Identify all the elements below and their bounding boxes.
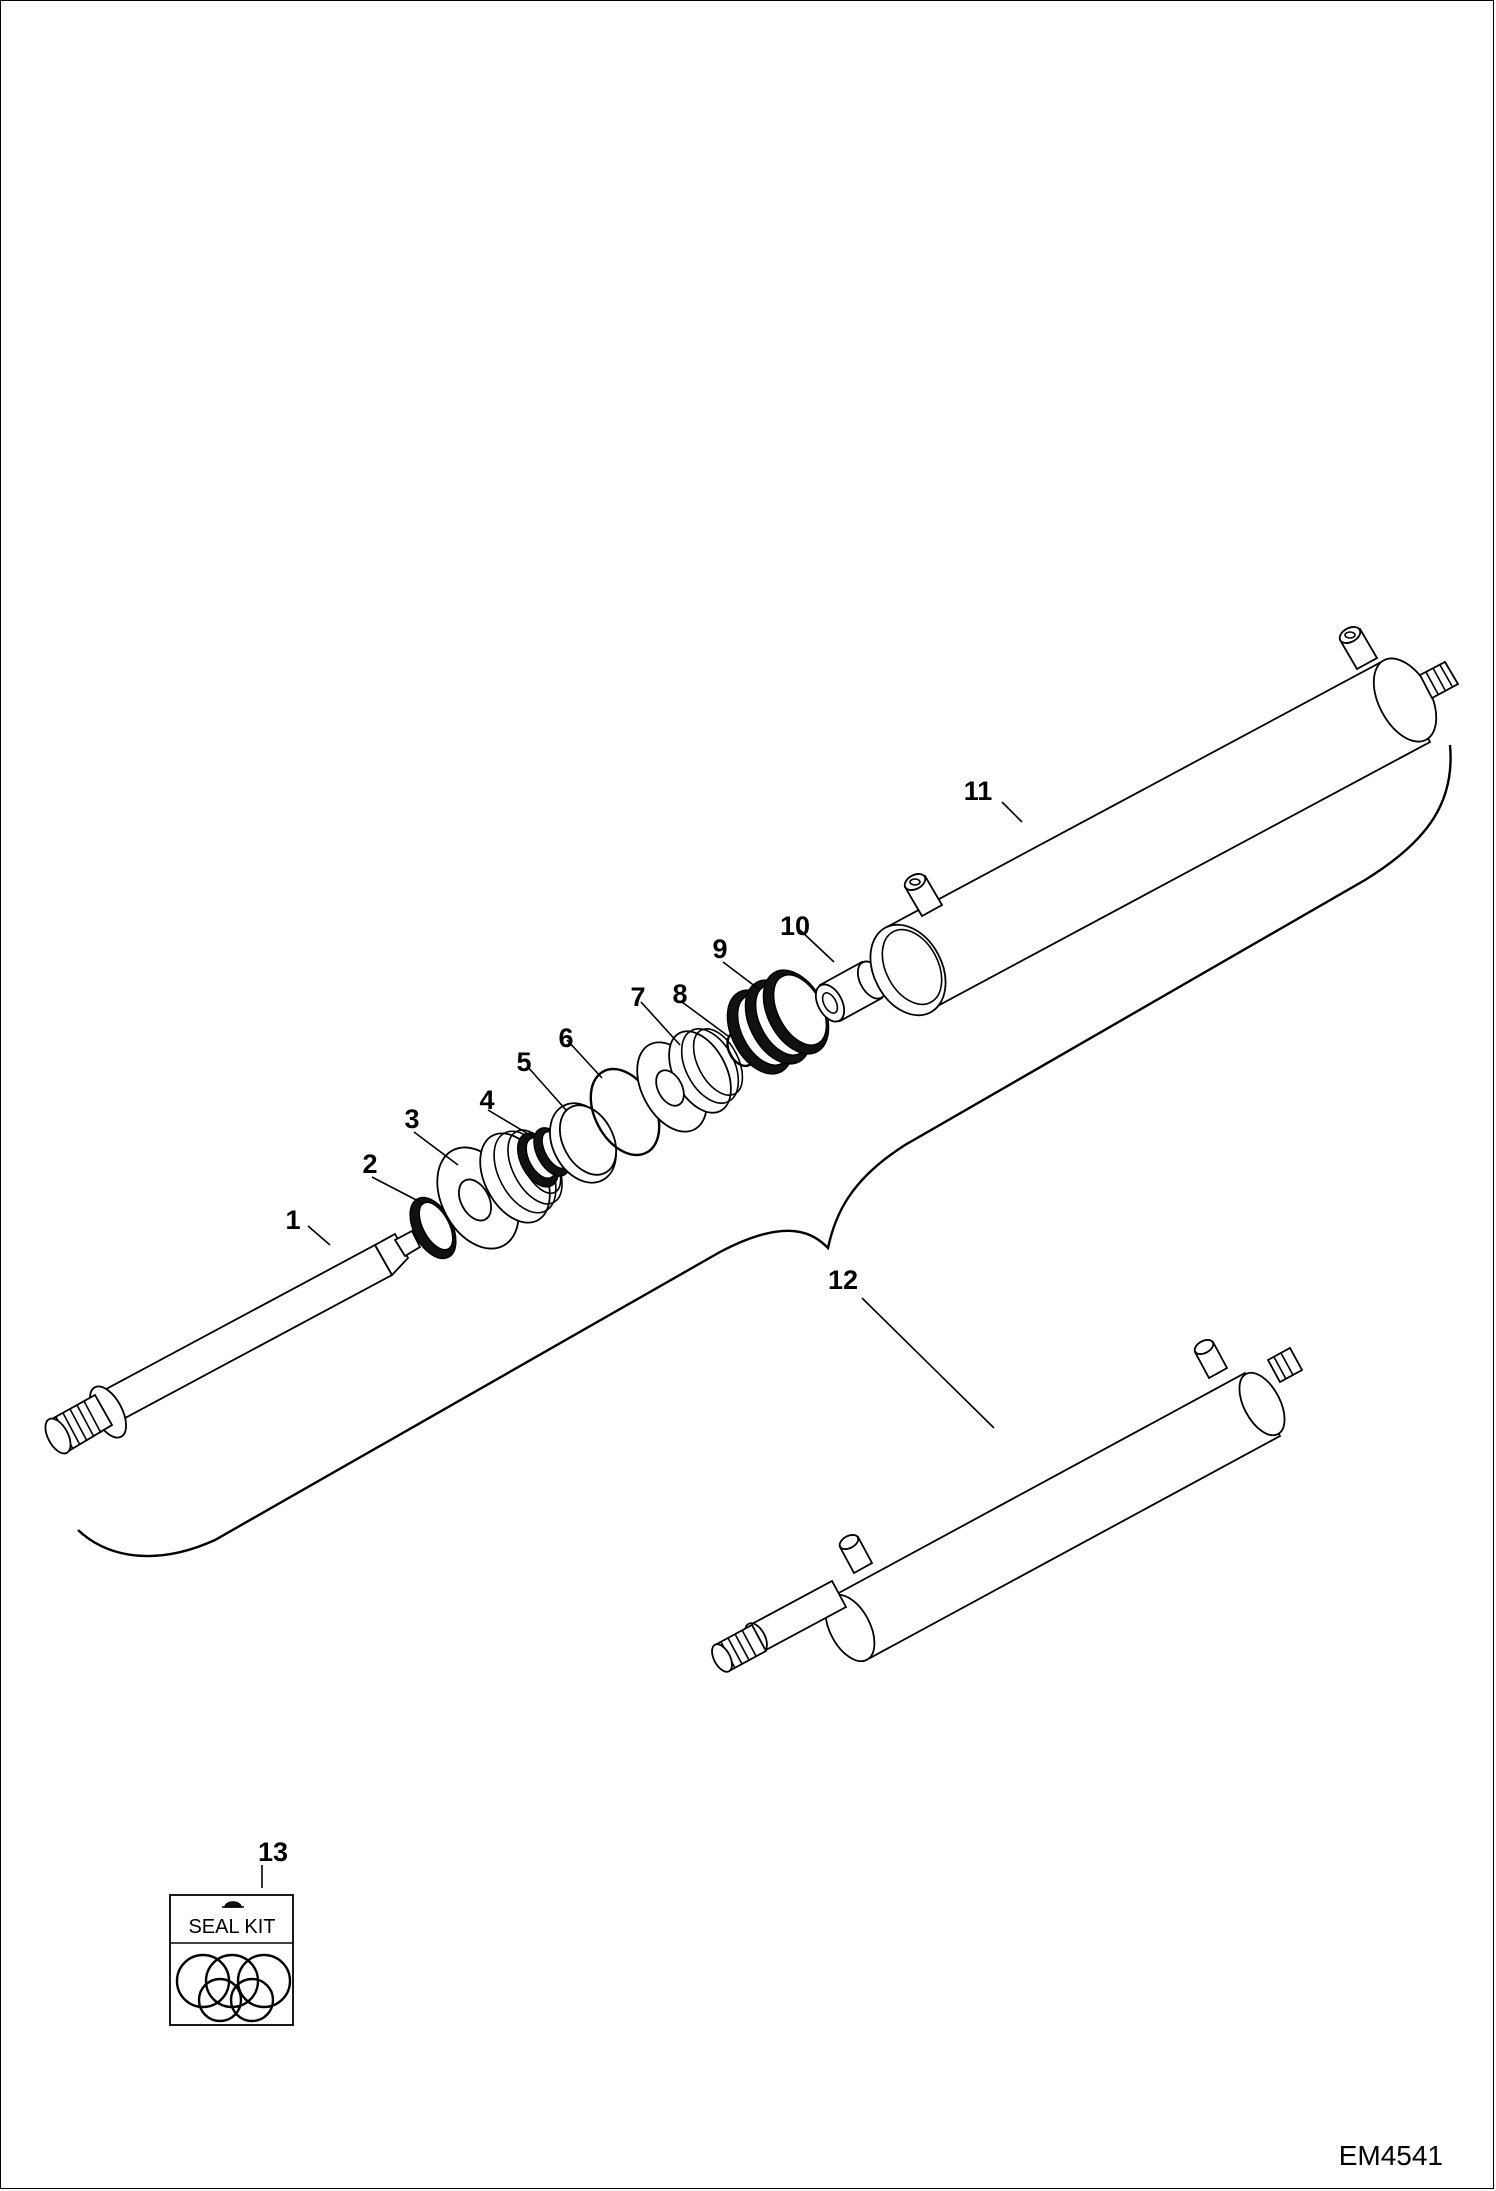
callout-8: 8	[672, 979, 687, 1009]
part-13-seal-kit: SEAL KIT	[169, 1894, 294, 2026]
callout-4: 4	[479, 1085, 494, 1115]
callout-10: 10	[780, 911, 810, 941]
part-12-cylinder-assembly	[711, 1339, 1304, 1673]
group-brace	[77, 744, 1452, 1558]
figure-id: EM4541	[1339, 2140, 1443, 2171]
leader-lines	[261, 801, 1023, 1888]
part-7-piston	[636, 1028, 744, 1133]
callout-9: 9	[712, 934, 727, 964]
callout-5: 5	[516, 1047, 531, 1077]
callout-3: 3	[404, 1104, 419, 1134]
callout-6: 6	[558, 1023, 573, 1053]
part-1-rod	[44, 1229, 422, 1455]
callout-2: 2	[362, 1149, 377, 1179]
callout-13: 13	[258, 1837, 288, 1867]
callout-7: 7	[630, 982, 645, 1012]
callout-12: 12	[828, 1265, 858, 1295]
part-11-barrel	[869, 626, 1460, 1017]
callouts: 1 2 3 4 5 6 7 8 9 10 11 12 13	[258, 776, 992, 1867]
callout-1: 1	[285, 1205, 300, 1235]
part-10-spacer	[814, 960, 888, 1023]
part-9-piston-seal	[726, 969, 830, 1075]
callout-11: 11	[964, 776, 993, 806]
seal-kit-label: SEAL KIT	[188, 1916, 275, 1938]
